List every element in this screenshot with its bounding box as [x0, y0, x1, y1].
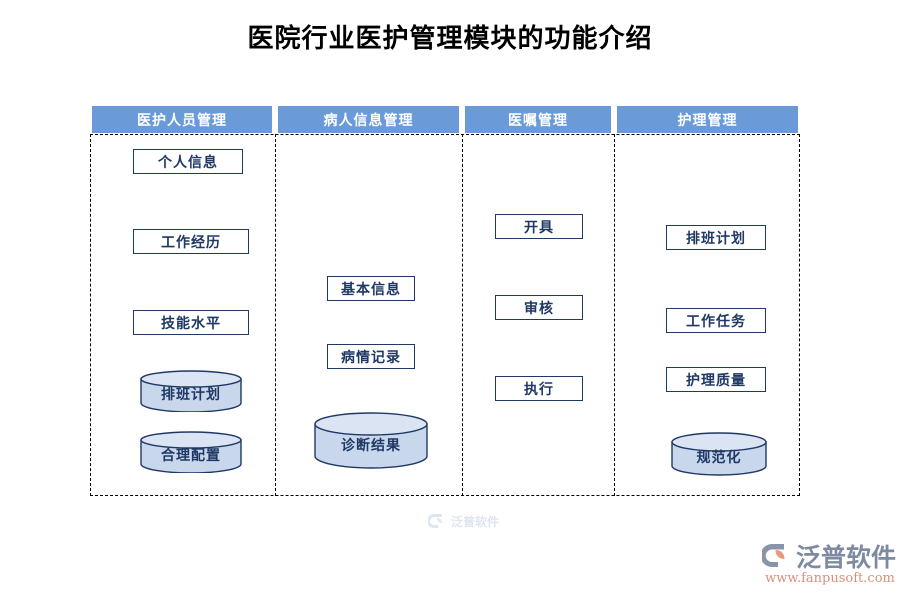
- cylinder-rational-allocation[interactable]: 合理配置: [140, 431, 242, 473]
- cylinder-diagnosis-result[interactable]: 诊断结果: [314, 412, 428, 470]
- column-divider-2: [462, 134, 463, 496]
- logo-row: 泛普软件: [762, 538, 896, 574]
- column-header-medical-staff[interactable]: 医护人员管理: [92, 106, 272, 133]
- column-divider-3: [614, 134, 615, 496]
- column-header-nursing[interactable]: 护理管理: [617, 106, 798, 133]
- node-nursing-quality[interactable]: 护理质量: [666, 367, 766, 392]
- fanpu-mark-icon: [762, 543, 785, 567]
- cylinder-shape: [140, 431, 242, 473]
- node-work-task[interactable]: 工作任务: [666, 308, 766, 333]
- cylinder-label: 诊断结果: [341, 438, 401, 454]
- diagram-frame: [90, 134, 800, 496]
- watermark-mark-icon: [428, 514, 442, 528]
- watermark-logo: 泛普软件: [428, 509, 524, 533]
- column-header-patient-info[interactable]: 病人信息管理: [278, 106, 459, 133]
- node-prescribe[interactable]: 开具: [495, 214, 583, 239]
- node-nursing-shift-plan[interactable]: 排班计划: [666, 225, 766, 250]
- logo-brand-text: 泛普软件: [796, 543, 897, 572]
- node-execute[interactable]: 执行: [495, 376, 583, 401]
- cylinder-label: 合理配置: [161, 448, 221, 464]
- logo-url-text: www.fanpusoft.com: [765, 571, 895, 586]
- node-personal-info[interactable]: 个人信息: [133, 149, 243, 174]
- cylinder-label: 排班计划: [161, 387, 221, 403]
- node-condition-record[interactable]: 病情记录: [327, 344, 415, 369]
- footer-logo[interactable]: 泛普软件 www.fanpusoft.com: [762, 538, 896, 592]
- cylinder-standardization[interactable]: 规范化: [671, 432, 767, 476]
- watermark-text: 泛普软件: [451, 514, 500, 529]
- cylinder-shape: [671, 432, 767, 476]
- column-divider-1: [275, 134, 276, 496]
- column-header-medical-orders[interactable]: 医嘱管理: [465, 106, 611, 133]
- cylinder-label: 规范化: [696, 450, 742, 466]
- cylinder-shape: [314, 412, 428, 469]
- page-title: 医院行业医护管理模块的功能介绍: [247, 24, 653, 54]
- diagram-container: 医护人员管理 病人信息管理 医嘱管理 护理管理 个人信息 工作经历 技能水平 排…: [90, 106, 800, 529]
- node-review[interactable]: 审核: [495, 295, 583, 320]
- node-work-experience[interactable]: 工作经历: [133, 229, 249, 254]
- node-basic-info[interactable]: 基本信息: [327, 276, 415, 301]
- node-skill-level[interactable]: 技能水平: [133, 310, 249, 335]
- cylinder-shape: [140, 370, 242, 412]
- cylinder-shift-plan[interactable]: 排班计划: [140, 370, 242, 412]
